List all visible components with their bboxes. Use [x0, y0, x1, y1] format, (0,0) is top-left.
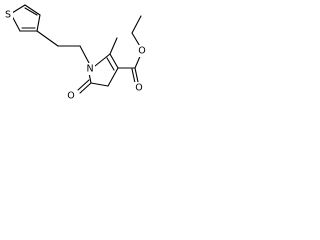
- pyrrolinone-ring: [77, 37, 119, 94]
- ethyl-ester: [117, 15, 142, 84]
- ring-bond-n-c2: [94, 53, 111, 67]
- carbonyl-bond-1: [79, 82, 92, 94]
- thiophene-bond-c5-s: [11, 4, 26, 14]
- thiophene-ring: [11, 4, 41, 32]
- linker-bond-3: [79, 45, 90, 64]
- ring-bond-c2-c3: [109, 53, 119, 69]
- ring-double-bond-c2-c3: [106, 57, 115, 71]
- ester-bond-c-o-double-1: [134, 67, 139, 83]
- ester-bond-ch2-ch3: [131, 15, 142, 34]
- thiophene-bond-c3-c4: [36, 14, 41, 32]
- structure-diagram: S N O O O: [4, 4, 147, 102]
- nitrogen-label: N: [86, 64, 93, 75]
- ester-bond-c-o-double-2: [131, 68, 136, 84]
- methyl-bond: [109, 37, 118, 55]
- carbonyl-oxygen-label: O: [67, 91, 74, 102]
- ethylene-linker: [36, 30, 90, 64]
- ring-bond-c4-c5: [90, 82, 109, 87]
- thiophene-bond-c4-c5: [24, 4, 41, 16]
- carbonyl-bond-2: [77, 79, 90, 91]
- ring-bond-c3-c4: [107, 67, 119, 87]
- thiophene-double-bond-c4-c5: [24, 7, 38, 16]
- ester-ether-oxygen-label: O: [138, 46, 145, 57]
- linker-bond-1: [36, 30, 59, 47]
- atom-labels: S N O O O: [4, 9, 147, 102]
- sulfur-label: S: [5, 10, 11, 21]
- ester-carbonyl-oxygen-label: O: [135, 83, 142, 94]
- thiophene-bond-s-c2: [11, 15, 21, 32]
